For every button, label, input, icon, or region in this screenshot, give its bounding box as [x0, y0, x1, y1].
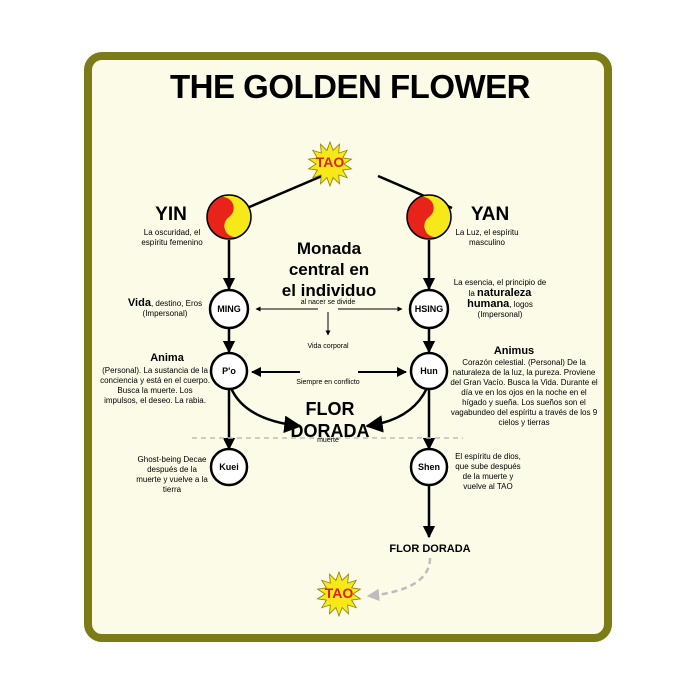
yin-yang-icon: [206, 194, 252, 240]
hsing-logos: , logos: [509, 300, 533, 309]
vida-word: Vida: [127, 297, 151, 309]
kuei-node-circle: [209, 447, 249, 487]
anima-description: (Personal). La sustancia de la concienci…: [100, 366, 210, 405]
hsing-impersonal: (Impersonal): [477, 310, 523, 319]
shen-node-circle: [409, 447, 449, 487]
yan-description: La Luz, el espíritu masculino: [455, 228, 519, 247]
tao-yin-line: [246, 174, 323, 210]
hun-node-circle: [409, 351, 449, 391]
hsing-humana: humana: [467, 298, 510, 310]
ming-node-label: MING: [217, 304, 241, 314]
hsing-description: La esencia, el principio de la naturalez…: [450, 278, 550, 320]
monada-line-2: central en: [288, 260, 370, 279]
monada-line-3: el individuo: [281, 281, 377, 300]
hsing-node-label: HSING: [414, 304, 444, 314]
flor-dorada-center: FLOR DORADA: [288, 398, 372, 442]
flor-dorada-bottom: FLOR DORADA: [389, 543, 471, 555]
hsing-line-1: La esencia, el principio de: [453, 278, 547, 287]
ming-impersonal: (Impersonal): [142, 309, 188, 318]
kuei-description: Ghost-being Decae después de la muerte y…: [136, 455, 208, 494]
hsing-naturaleza: naturaleza: [477, 287, 532, 299]
po-flor-curve: [229, 387, 302, 433]
vida-rest: , destino, Eros: [150, 299, 203, 308]
return-to-tao-curve: [366, 557, 432, 602]
hsing-line-2-pre: la: [468, 289, 475, 298]
diagram-frame: [84, 52, 612, 642]
siempre-conflicto-label: Siempre en conflicto: [296, 379, 360, 386]
yin-yang-icon: [406, 194, 452, 240]
shen-node-label: Shen: [417, 462, 440, 472]
yan-label: YAN: [470, 204, 510, 225]
flor-line-1: FLOR: [305, 399, 355, 419]
tao-star-bottom-icon: [316, 570, 362, 618]
ming-description: Vida, destino, Eros (Impersonal): [116, 298, 214, 319]
muerte-label: muerte: [317, 437, 339, 444]
tao-bottom-label: TAO: [324, 585, 354, 601]
nacer-divide-label: al nacer se divide: [300, 299, 356, 306]
ming-node-circle: [208, 288, 250, 330]
shen-description: El espíritu de dios, que sube después de…: [455, 452, 521, 491]
anima-title: Anima: [150, 352, 184, 364]
animus-title: Animus: [493, 345, 535, 357]
page-title: THE GOLDEN FLOWER: [170, 68, 530, 105]
monada-text: Monada central en el individuo: [264, 238, 394, 301]
monada-line-1: Monada: [296, 239, 362, 258]
animus-description: Corazón celestial. (Personal) De la natu…: [450, 358, 598, 427]
hun-node-label: Hun: [420, 366, 438, 376]
flor-line-2: DORADA: [290, 421, 370, 441]
hsing-node-circle: [408, 288, 450, 330]
po-node-label: P'o: [222, 366, 236, 376]
yin-label: YIN: [155, 204, 187, 225]
vida-corporal-label: Vida corporal: [307, 343, 349, 350]
kuei-node-label: Kuei: [219, 462, 239, 472]
tao-star-top-icon: [307, 140, 353, 188]
yin-description: La oscuridad, el espíritu femenino: [141, 228, 203, 247]
po-node-circle: [209, 351, 249, 391]
hun-flor-curve: [365, 387, 429, 433]
tao-top-label: TAO: [315, 154, 345, 170]
